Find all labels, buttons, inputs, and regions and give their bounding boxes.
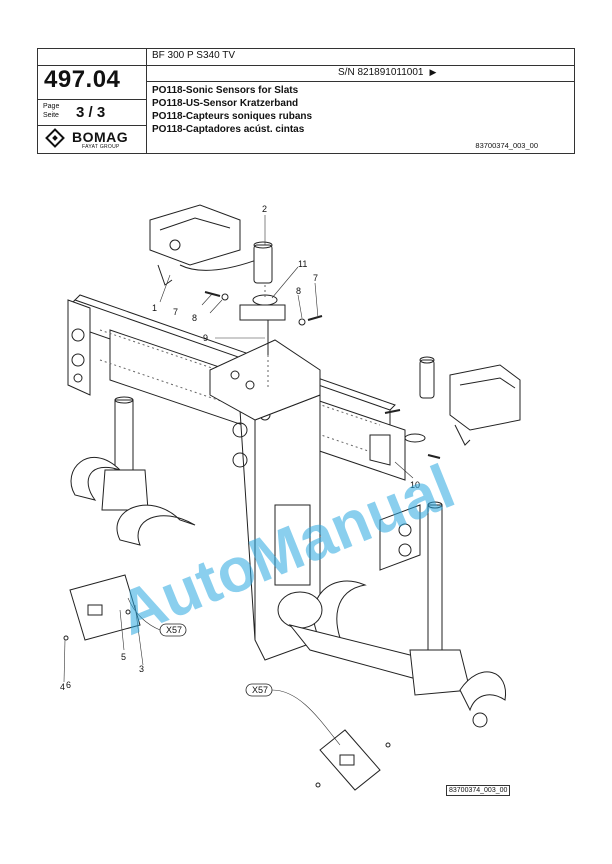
- washer: [221, 293, 229, 301]
- screw-head: [125, 609, 131, 615]
- right-bracket-plate: [369, 434, 391, 466]
- bracket-edge: [459, 377, 516, 389]
- connector-tag-b: X57: [245, 683, 273, 697]
- serial-text: S/N 821891011001: [338, 67, 424, 78]
- bolt: [230, 370, 240, 380]
- ultrasonic-sensor: [253, 244, 273, 284]
- cable-plug: [454, 424, 471, 446]
- callout-4: 4: [60, 682, 65, 692]
- bomag-diamond-icon: [45, 128, 65, 148]
- connector-socket: [339, 754, 355, 766]
- left-disc: [70, 457, 121, 501]
- connector-label: X57: [166, 625, 182, 635]
- drawing-reference-box: 83700374_003_00: [446, 785, 511, 796]
- header-rule: [146, 65, 574, 66]
- header-rule: [38, 99, 146, 100]
- post-cap: [114, 396, 134, 404]
- sensor-cable: [179, 257, 263, 271]
- brand-subtitle: FAYAT GROUP: [82, 144, 120, 150]
- screw-head: [385, 742, 391, 748]
- callout-5: 5: [121, 652, 126, 662]
- bolt: [73, 373, 83, 383]
- title-de: PO118-US-Sensor Kratzerband: [152, 98, 299, 109]
- header-rule: [38, 65, 146, 66]
- bolt: [232, 422, 248, 438]
- section-titles: PO118-Sonic Sensors for Slats PO118-US-S…: [152, 84, 312, 136]
- header-rule: [38, 125, 146, 126]
- shaft-housing: [288, 624, 431, 681]
- screw: [204, 291, 221, 297]
- column-panel: [274, 504, 311, 586]
- screw: [307, 315, 323, 321]
- serial-number: S/N 821891011001 ▶: [338, 67, 436, 78]
- bolt: [398, 543, 412, 557]
- callout-8: 8: [192, 313, 197, 323]
- title-fr: PO118-Capteurs soniques rubans: [152, 111, 313, 122]
- page-label-de: Seite: [43, 112, 59, 119]
- left-end-plate: [67, 299, 91, 396]
- bolt: [169, 239, 181, 251]
- callout-6: 6: [66, 680, 71, 690]
- bolt: [71, 353, 85, 367]
- document-number: 497.04: [44, 66, 121, 93]
- screw: [384, 409, 401, 414]
- sensor-bracket-top: [149, 204, 241, 266]
- header-rule: [146, 81, 574, 82]
- connector-label: X57: [252, 685, 268, 695]
- callout-7: 7: [173, 307, 178, 317]
- post-clamp: [101, 469, 149, 511]
- machine-model: BF 300 P S340 TV: [152, 50, 236, 61]
- sensor-face: [419, 356, 435, 364]
- screw-head: [63, 635, 69, 641]
- title-en: PO118-Sonic Sensors for Slats: [152, 85, 299, 96]
- bolt: [232, 452, 248, 468]
- right-sensor-arm: [459, 671, 506, 712]
- knob: [472, 712, 488, 728]
- callout-2: 2: [262, 204, 267, 214]
- bolt: [398, 523, 412, 537]
- callout-1: 1: [152, 303, 157, 313]
- post-cap: [427, 501, 443, 509]
- callout-9: 9: [203, 333, 208, 343]
- callout-10: 10: [410, 480, 420, 490]
- brand-name: BOMAG: [72, 129, 129, 145]
- ultrasonic-sensor: [419, 359, 435, 399]
- exploded-drawing: 1 2 3 4 5 6 7 7 8 8 9 10 11 X57 X57 Auto…: [0, 155, 612, 855]
- hub: [277, 591, 323, 629]
- parts-diagram: 1 2 3 4 5 6 7 7 8 8 9 10 11 X57 X57 Auto…: [60, 204, 521, 791]
- callout-3: 3: [139, 664, 144, 674]
- callout-8: 8: [296, 286, 301, 296]
- title-es: PO118-Captadores acúst. cintas: [152, 124, 305, 135]
- page-label: Page Seite: [43, 102, 59, 120]
- connector-plate: [69, 574, 141, 641]
- page-number: 3 / 3: [76, 104, 106, 121]
- screw: [427, 454, 441, 459]
- left-sensor-arm: [116, 504, 196, 546]
- sensor-bracket-right: [449, 364, 521, 431]
- arrow-right-icon: ▶: [429, 67, 437, 77]
- page-label-en: Page: [43, 103, 60, 110]
- bomag-logo: BOMAG FAYAT GROUP: [45, 128, 141, 151]
- bracket-edge: [159, 217, 231, 231]
- callout-7: 7: [313, 273, 318, 283]
- header-block: BF 300 P S340 TV S/N 821891011001 ▶ 497.0…: [37, 48, 575, 154]
- sensor-clamp: [404, 433, 426, 443]
- drawing-reference: 83700374_003_00: [475, 141, 538, 150]
- bolt: [245, 380, 255, 390]
- clamp-plate: [239, 304, 286, 321]
- connector-socket: [87, 604, 103, 616]
- screw-head: [315, 782, 321, 788]
- washer: [298, 318, 306, 326]
- callout-11: 11: [298, 259, 307, 269]
- bolt: [71, 328, 85, 342]
- header-divider: [146, 49, 147, 153]
- cable-plug: [157, 264, 173, 286]
- connector-tag-a: X57: [159, 623, 187, 637]
- sensor-face: [253, 241, 273, 249]
- cross-beam-top: [74, 294, 396, 411]
- upper-box: [209, 339, 321, 421]
